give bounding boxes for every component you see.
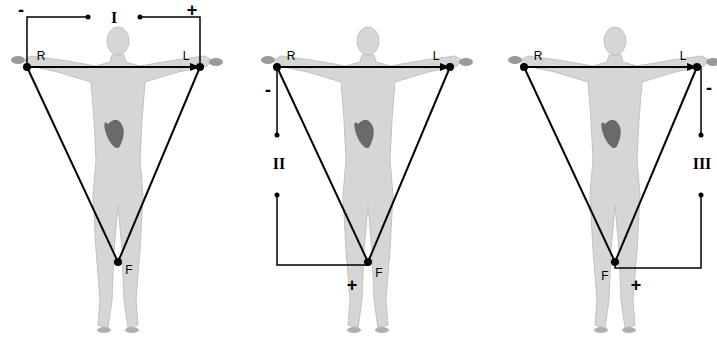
human-figure: [261, 27, 473, 333]
polarity-sign: +: [631, 276, 642, 294]
terminal-dot: [138, 15, 143, 20]
einthoven-triangle: [23, 63, 204, 266]
lead-label: I: [111, 10, 117, 26]
polarity-sign: -: [18, 1, 24, 19]
electrode-label: R: [37, 50, 46, 62]
electrode-label: L: [680, 50, 687, 62]
lead-wire: [615, 67, 701, 268]
polarity-sign: +: [347, 276, 358, 294]
polarity-sign: -: [265, 81, 271, 99]
electrode-label: F: [375, 267, 382, 279]
electrode-label: R: [287, 50, 296, 62]
electrode-label: F: [601, 270, 608, 282]
terminal-dot: [86, 15, 91, 20]
lead-label: II: [273, 156, 285, 172]
electrode-label: F: [125, 264, 132, 276]
terminal-dot: [275, 193, 280, 198]
einthoven-triangle: [520, 63, 701, 266]
lead-label: III: [693, 156, 712, 172]
human-figure: [508, 27, 717, 333]
electrode-label: L: [433, 50, 440, 62]
terminal-dot: [699, 193, 704, 198]
terminal-dot: [275, 133, 280, 138]
terminal-dot: [699, 133, 704, 138]
einthoven-triangle: [273, 63, 454, 266]
electrode-label: R: [534, 50, 543, 62]
lead-wire: [277, 67, 368, 265]
electrode-label: L: [183, 50, 190, 62]
human-figure: [11, 27, 223, 333]
polarity-sign: +: [187, 1, 198, 19]
polarity-sign: -: [706, 79, 712, 97]
